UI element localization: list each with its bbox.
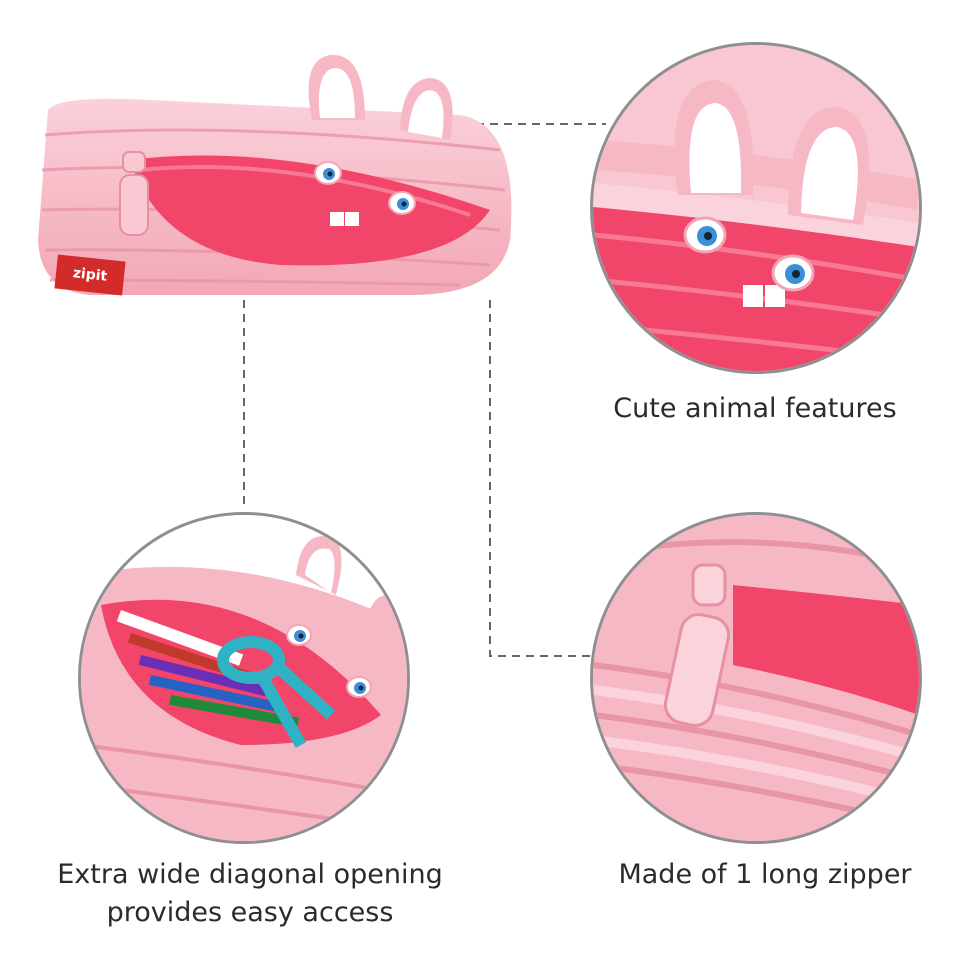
feature-circle-opening (78, 512, 410, 844)
eye-icon (314, 161, 416, 215)
brand-label-text: zipit (72, 265, 108, 285)
product-image: zipit (30, 40, 530, 310)
zipper-pull-icon (663, 563, 731, 727)
caption-opening-line1: Extra wide diagonal opening (57, 859, 443, 890)
feature-circle-zipper (590, 512, 922, 844)
bunny-ear-icon (308, 54, 453, 140)
caption-zipper: Made of 1 long zipper (618, 859, 912, 890)
caption-opening: Extra wide diagonal opening provides eas… (20, 856, 480, 932)
caption-animal: Cute animal features (613, 393, 897, 424)
feature-circle-animal (590, 42, 922, 374)
eye-icon (286, 624, 372, 698)
eye-icon (683, 216, 815, 292)
connector-right (489, 300, 592, 657)
zipper-pull-icon (119, 151, 149, 236)
brand-label: zipit (54, 254, 126, 296)
caption-opening-line2: provides easy access (106, 897, 394, 928)
bunny-ear-icon (674, 80, 870, 225)
